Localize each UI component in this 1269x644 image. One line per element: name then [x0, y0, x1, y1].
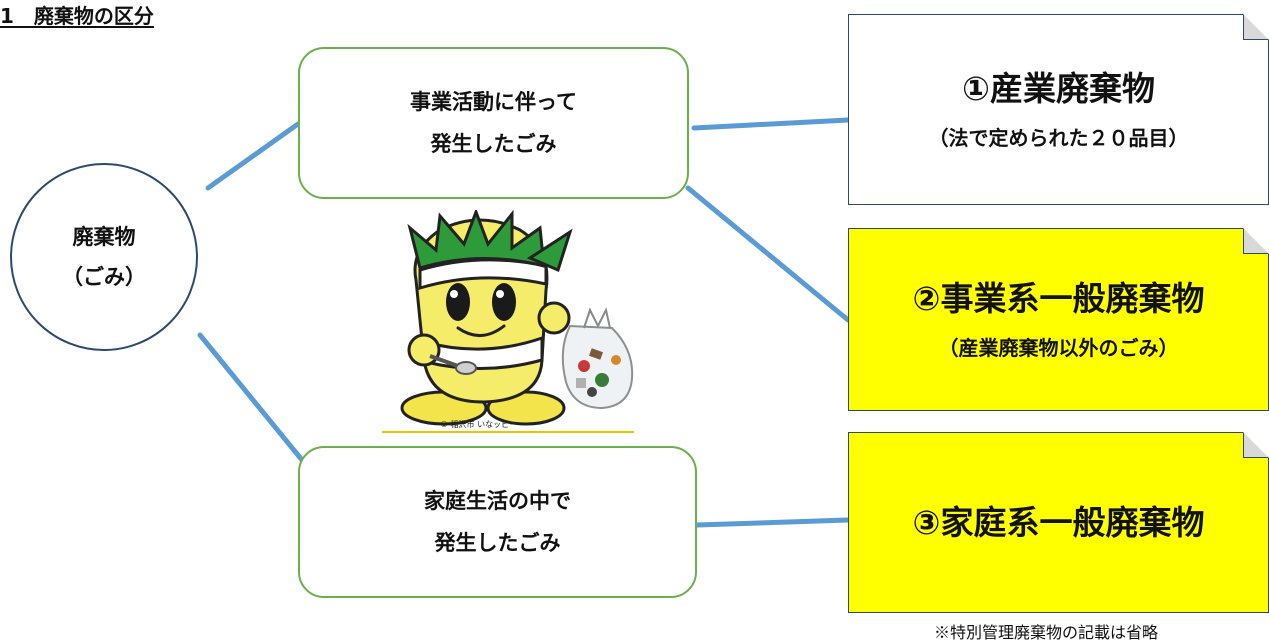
industrial-waste-box: ①産業廃棄物 （法で定められた２０品目） — [848, 14, 1269, 205]
root-label-line-2: （ごみ） — [62, 265, 146, 289]
industrial-waste-label: ①産業廃棄物 — [962, 68, 1155, 108]
trash-item — [611, 355, 621, 365]
connector-root-to-business — [205, 121, 301, 191]
connector-business-to-commercial — [685, 185, 851, 323]
connector-root-to-household — [197, 332, 305, 463]
trash-item — [576, 378, 586, 388]
household-general-waste-box: ③家庭系一般廃棄物 — [848, 432, 1269, 613]
mascot-spoon-bowl — [455, 361, 477, 375]
industrial-waste-note: （法で定められた２０品目） — [928, 125, 1189, 150]
commercial-general-waste-box: ②事業系一般廃棄物 （産業廃棄物以外のごみ） — [848, 228, 1269, 411]
trash-bag-icon — [561, 324, 634, 410]
mascot-headband — [418, 258, 548, 291]
trash-item — [578, 360, 590, 372]
business-activity-node: 事業活動に伴って 発生したごみ — [298, 47, 689, 199]
waste-root-node: 廃棄物 （ごみ） — [10, 163, 198, 351]
trash-item — [587, 387, 597, 397]
mascot-illustration: © 稲沢市 いなッピー — [382, 210, 634, 433]
mascot-smile — [456, 324, 506, 337]
mascot-leaf-tip — [526, 228, 573, 273]
section-heading: 1 廃棄物の区分 — [0, 4, 154, 28]
business-label-line-1: 事業活動に伴って — [410, 90, 577, 114]
household-waste-label: ③家庭系一般廃棄物 — [912, 502, 1205, 542]
footnote: ※特別管理廃棄物の記載は省略 — [934, 623, 1159, 642]
household-life-node: 家庭生活の中で 発生したごみ — [298, 446, 697, 598]
trash-bag-tie — [583, 307, 611, 329]
mascot-left-hand — [407, 333, 441, 367]
household-label-line-1: 家庭生活の中で — [424, 489, 571, 513]
mascot-right-eye — [492, 283, 516, 321]
root-label-line-1: 廃棄物 — [72, 225, 136, 249]
connector-household-to-household-waste — [694, 517, 851, 528]
household-label-line-2: 発生したごみ — [434, 531, 561, 555]
mascot-right-hand — [537, 301, 571, 335]
mascot-copyright: © 稲沢市 いなッピー — [440, 419, 517, 429]
trash-item — [595, 373, 609, 387]
commercial-waste-label: ②事業系一般廃棄物 — [912, 278, 1205, 318]
trash-item — [588, 348, 604, 360]
connector-business-to-industrial — [691, 117, 851, 131]
mascot-left-eye — [446, 283, 470, 321]
commercial-waste-note: （産業廃棄物以外のごみ） — [938, 335, 1179, 360]
mascot-leaf-hair — [407, 210, 546, 270]
mascot-spoon-handle — [429, 354, 459, 368]
business-label-line-2: 発生したごみ — [430, 132, 557, 156]
